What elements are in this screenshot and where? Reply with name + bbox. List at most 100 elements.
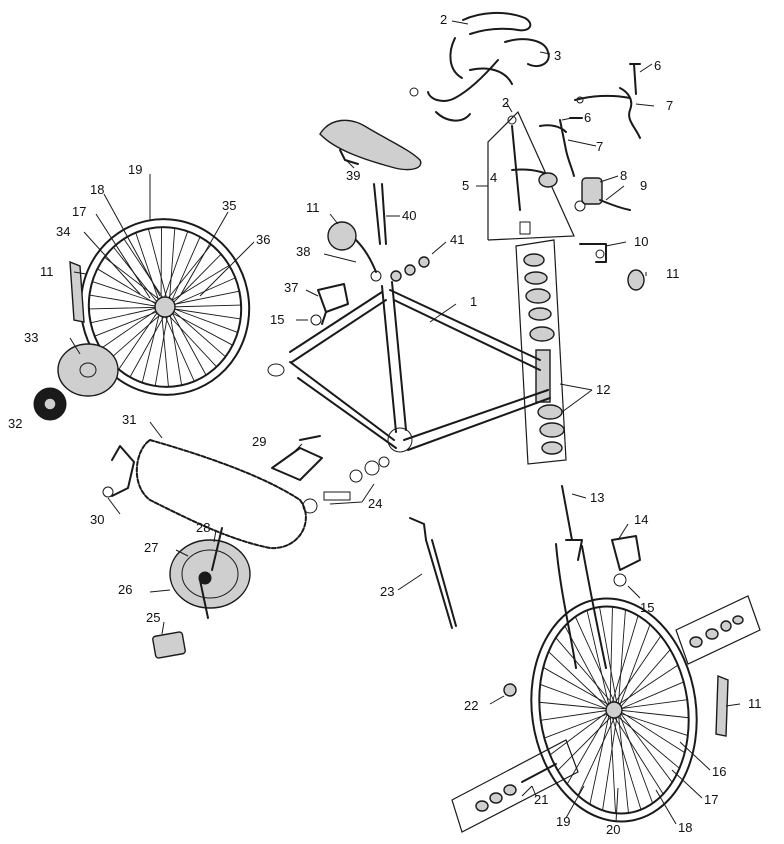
callout-12: 12 — [596, 382, 610, 397]
front-wheel-spoke — [617, 681, 684, 711]
front-wheel-spoke — [617, 709, 685, 753]
front-wheel-spoke — [617, 609, 626, 711]
callout-28: 28 — [196, 520, 210, 535]
clamp-bolt — [390, 256, 430, 282]
rear-wheel — [79, 218, 251, 396]
front-wheel-spoke — [609, 606, 613, 711]
front-wheel-spoke — [586, 610, 611, 711]
front-wheel-spoke — [617, 709, 654, 804]
rear-hub-parts-panel — [451, 739, 579, 833]
shift-lever — [574, 177, 631, 212]
callout-21: 21 — [534, 792, 548, 807]
front-wheel-spoke — [609, 635, 662, 711]
front-wheel-spoke — [602, 709, 619, 811]
callout-7a: 7 — [666, 98, 673, 113]
front-wheel-spoke — [557, 709, 619, 771]
brake-lever-right — [574, 63, 641, 139]
saddle — [319, 119, 422, 171]
callout-11b: 11 — [748, 696, 762, 711]
rear-wheel-spoke — [141, 306, 162, 383]
callout-19b: 19 — [128, 162, 142, 177]
front-wheel-spoke — [589, 709, 611, 805]
callout-15a: 15 — [640, 600, 654, 615]
callout-41: 41 — [450, 232, 464, 247]
callout-16: 16 — [712, 764, 726, 779]
handlebar-grip-plug — [627, 269, 645, 291]
front-wheel-spoke — [555, 637, 619, 711]
front-derailleur — [271, 435, 323, 481]
front-wheel-spoke — [540, 709, 611, 721]
rear-wheel-spoke — [160, 306, 169, 387]
front-wheel-spoke — [539, 701, 619, 711]
front-wheel-spoke — [617, 649, 671, 711]
callout-29: 29 — [252, 434, 266, 449]
callout-8: 8 — [620, 168, 627, 183]
callout-11a: 11 — [666, 266, 680, 281]
rear-wheel-spoke — [135, 232, 162, 308]
callout-32: 32 — [8, 416, 22, 431]
stem-assembly — [487, 110, 575, 241]
callout-19a: 19 — [556, 814, 570, 829]
front-wheel-spoke — [609, 709, 616, 814]
seat-reflector — [327, 221, 357, 251]
headset-stack — [515, 239, 567, 465]
callout-11c: 11 — [40, 264, 54, 279]
front-wheel-spoke — [564, 625, 611, 711]
front-wheel-spoke — [617, 709, 689, 719]
rear-wheel-spoke — [129, 306, 170, 378]
callout-1: 1 — [470, 294, 477, 309]
leader-lines — [41, 20, 741, 825]
callout-27: 27 — [144, 540, 158, 555]
callout-33: 33 — [24, 330, 38, 345]
callout-20: 20 — [606, 822, 620, 837]
callout-39: 39 — [346, 168, 360, 183]
callout-40: 40 — [402, 208, 416, 223]
callout-25: 25 — [146, 610, 160, 625]
callout-36: 36 — [256, 232, 270, 247]
callout-31: 31 — [122, 412, 136, 427]
chainring — [169, 527, 251, 619]
rear-derailleur — [102, 445, 135, 498]
callout-26: 26 — [118, 582, 132, 597]
front-wheel-spoke — [617, 624, 651, 711]
rear-wheel-spoke — [89, 294, 162, 308]
callout-4: 4 — [490, 170, 497, 185]
front-fork — [555, 485, 607, 669]
front-wheel-spoke — [599, 606, 619, 711]
bottom-bracket-parts — [302, 456, 390, 514]
callout-17b: 17 — [72, 204, 86, 219]
rear-wheel-spoke — [160, 227, 162, 308]
callout-30: 30 — [90, 512, 104, 527]
axle-nut — [503, 683, 517, 697]
rear-wheel-spoke — [168, 306, 238, 333]
rear-wheel-spoke — [168, 306, 183, 386]
rear-wheel-spoke — [168, 306, 226, 358]
callout-2b: 2 — [502, 95, 509, 110]
front-wheel — [530, 597, 698, 823]
callout-15b: 15 — [270, 312, 284, 327]
brake-lever-left — [539, 117, 583, 177]
rear-reflector — [69, 260, 85, 323]
seat-clamp — [355, 239, 382, 282]
front-wheel-spoke — [540, 684, 611, 711]
rear-wheel-spoke — [118, 306, 162, 370]
front-wheel-spoke — [609, 664, 679, 711]
callout-23: 23 — [380, 584, 394, 599]
callout-18a: 18 — [678, 820, 692, 835]
callout-5: 5 — [462, 178, 469, 193]
freewheel-cogs — [33, 387, 67, 421]
rear-wheel-spoke — [154, 306, 170, 387]
front-wheel-spoke — [566, 709, 611, 785]
rear-wheel-spoke — [168, 228, 176, 308]
front-wheel-spoke — [609, 709, 688, 736]
callout-18b: 18 — [90, 182, 104, 197]
front-wheel-spoke — [577, 709, 619, 796]
callout-14: 14 — [634, 512, 648, 527]
callout-10: 10 — [634, 234, 648, 249]
front-wheel-spoke — [617, 709, 629, 814]
rear-wheel-spoke — [168, 304, 242, 308]
front-wheel-spoke — [617, 709, 673, 783]
rear-wheel-spoke — [168, 253, 222, 308]
rear-wheel-spoke — [160, 231, 189, 308]
